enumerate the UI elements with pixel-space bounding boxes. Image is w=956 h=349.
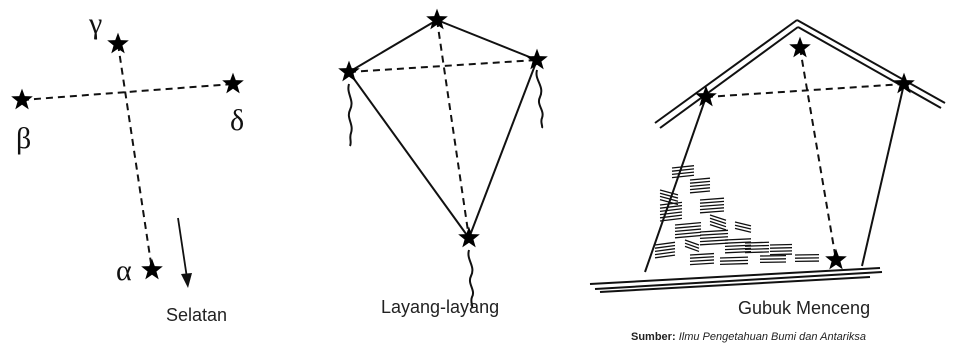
star-delta bbox=[222, 72, 244, 94]
kite-edge bbox=[348, 71, 470, 239]
caption-kite: Layang-layang bbox=[381, 297, 499, 317]
hut-figure: Gubuk Menceng bbox=[589, 19, 946, 318]
kite-spine bbox=[436, 19, 470, 239]
hut-roof bbox=[654, 19, 946, 129]
southern-cross-figure: γ β δ α Selatan bbox=[11, 7, 244, 325]
source-credit: Sumber: Ilmu Pengetahuan Bumi dan Antari… bbox=[631, 331, 866, 343]
kite-star-right bbox=[526, 48, 548, 70]
kite-edge bbox=[348, 19, 438, 73]
hut-star-bottom bbox=[825, 248, 847, 270]
cross-vertical-line bbox=[117, 43, 153, 271]
kite-tail-right bbox=[535, 69, 544, 129]
label-gamma: γ bbox=[88, 7, 102, 40]
hut-wall-left bbox=[644, 96, 707, 273]
cross-horizontal-line bbox=[21, 83, 234, 101]
source-title: Ilmu Pengetahuan Bumi dan Antariksa bbox=[678, 331, 867, 343]
caption-hut: Gubuk Menceng bbox=[738, 298, 870, 318]
caption-cross: Selatan bbox=[166, 305, 227, 325]
kite-star-bottom bbox=[458, 226, 480, 248]
hut-spine bbox=[799, 47, 837, 261]
label-alpha: α bbox=[116, 254, 132, 287]
label-beta: β bbox=[16, 122, 31, 155]
kite-star-left bbox=[338, 60, 360, 82]
kite-figure: Layang-layang bbox=[338, 8, 548, 317]
star-beta bbox=[11, 88, 33, 110]
hut-wall-right bbox=[861, 83, 905, 267]
kite-edge bbox=[436, 19, 538, 61]
star-alpha bbox=[141, 258, 163, 280]
label-delta: δ bbox=[230, 104, 244, 137]
hut-star-top bbox=[789, 36, 811, 58]
hut-hatch-pile bbox=[654, 165, 820, 266]
hut-crossbar bbox=[705, 83, 905, 98]
kite-edge bbox=[468, 59, 538, 239]
hut-ground bbox=[589, 267, 883, 293]
south-arrow-icon bbox=[177, 217, 192, 288]
kite-crossbar bbox=[348, 59, 538, 73]
source-prefix: Sumber: bbox=[631, 331, 676, 343]
kite-tail-left bbox=[347, 83, 353, 147]
kite-tail-bottom bbox=[467, 249, 474, 309]
